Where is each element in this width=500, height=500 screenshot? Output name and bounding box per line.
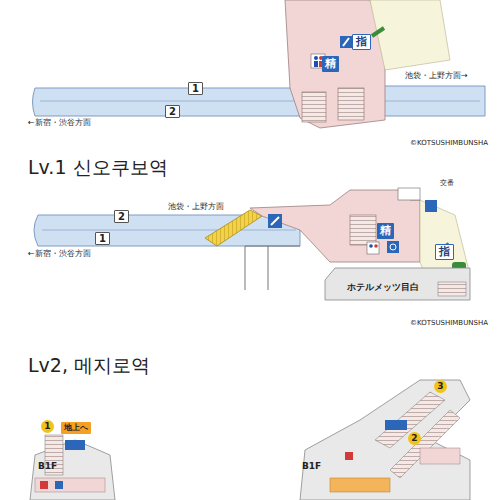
platform-lv1-part xyxy=(34,215,300,246)
node-text: 1 xyxy=(192,83,199,94)
station-b1f-left-part xyxy=(35,478,105,492)
direction-label: ←新宿・渋谷方面 xyxy=(28,250,91,259)
node-text: 2 xyxy=(169,106,176,117)
concourse-top-part xyxy=(372,28,384,36)
concourse-lv1-part xyxy=(425,200,437,212)
building-label: ホテルメッツ目白 xyxy=(344,281,422,295)
station-b1f-right-part xyxy=(330,478,390,492)
copyright-watermark: ©KOTSUSHIMBUNSHA xyxy=(410,320,488,328)
concourse-lv1-part xyxy=(387,241,399,253)
node-text: 2 xyxy=(411,434,417,444)
building-lv1-part xyxy=(438,282,466,296)
station-b1f-left xyxy=(30,435,115,500)
node-text: 指 xyxy=(439,246,450,258)
platform-top xyxy=(33,86,486,116)
concourse-top-part xyxy=(314,61,318,67)
exit-number: 1 xyxy=(41,420,54,433)
reserved-seat-sign: 指 xyxy=(435,244,454,260)
station-b1f-left-part xyxy=(40,481,48,489)
fare-adjustment-sign: 精 xyxy=(322,56,339,72)
escalator-lv1-part xyxy=(245,246,300,247)
station-b1f-left-part xyxy=(30,440,115,500)
concourse-lv1-part xyxy=(374,244,378,248)
concourse-top-part xyxy=(285,0,385,128)
node-text: ホテルメッツ目白 xyxy=(347,283,419,293)
building-lv1 xyxy=(325,268,470,300)
concourse-lv1-part xyxy=(268,214,282,228)
escalator-lv1-part xyxy=(205,210,262,246)
node-text: 1 xyxy=(44,422,50,432)
node-text: 1 xyxy=(99,233,106,244)
station-b1f-right-part xyxy=(345,452,353,460)
track-number: 2 xyxy=(165,105,180,118)
concourse-lv1 xyxy=(250,188,470,276)
station-b1f-right-part xyxy=(385,420,407,430)
fare-adjustment-sign: 精 xyxy=(377,223,394,239)
police-box-label: 交番 xyxy=(440,180,454,188)
reserved-seat-sign: 指 xyxy=(352,34,371,50)
station-b1f-left-part xyxy=(55,481,63,489)
concourse-top-part xyxy=(314,56,318,60)
station-b1f-left-part xyxy=(65,440,85,450)
concourse-top-part xyxy=(370,0,450,70)
floor-label: B1F xyxy=(38,462,57,472)
concourse-lv1-part xyxy=(271,217,279,225)
platform-top-part xyxy=(40,101,480,102)
concourse-lv1-part xyxy=(420,200,470,275)
concourse-top-part xyxy=(338,88,364,120)
concourse-top-part xyxy=(343,38,349,46)
node-text: 3 xyxy=(437,382,443,392)
escalator-lv1-part xyxy=(245,246,246,290)
node-text: 精 xyxy=(380,225,391,237)
node-text: 2 xyxy=(118,211,125,222)
track-number: 1 xyxy=(188,82,203,95)
node-text: 精 xyxy=(325,58,336,70)
concourse-lv1-part xyxy=(367,242,379,254)
direction-label: ←新宿・渋谷方面 xyxy=(28,119,91,128)
station-b1f-right xyxy=(300,380,470,500)
section-heading: Lv.1 신오쿠보역 xyxy=(28,157,168,178)
node-text: 指 xyxy=(356,36,367,48)
concourse-lv1-part xyxy=(369,244,373,248)
exit-number: 3 xyxy=(434,380,447,393)
concourse-top xyxy=(285,0,450,128)
exit-direction-sign: 地上へ xyxy=(61,422,91,434)
escalator-lv1-part xyxy=(268,246,269,290)
building-lv1-part xyxy=(325,268,470,300)
concourse-lv1-part xyxy=(390,244,396,250)
copyright-watermark: ©KOTSUSHIMBUNSHA xyxy=(410,140,488,148)
direction-label: 池袋・上野方面 xyxy=(168,203,224,212)
track-number: 2 xyxy=(114,210,129,223)
floor-label: B1F xyxy=(302,462,321,472)
platform-lv1 xyxy=(34,215,300,246)
concourse-lv1-part xyxy=(398,188,420,200)
station-b1f-right-part xyxy=(300,380,470,500)
section-heading: Lv2, 메지로역 xyxy=(28,355,150,376)
concourse-top-part xyxy=(302,92,326,122)
track-number: 1 xyxy=(95,232,110,245)
node-text: 地上へ xyxy=(64,424,88,433)
exit-number: 2 xyxy=(408,432,421,445)
direction-label: 池袋・上野方面→ xyxy=(405,72,468,81)
platform-top-part xyxy=(33,86,486,116)
platform-lv1-part xyxy=(42,230,296,231)
concourse-lv1-part xyxy=(350,215,376,245)
concourse-top-part xyxy=(340,36,352,48)
station-b1f-right-part xyxy=(420,448,460,464)
concourse-lv1-part xyxy=(250,190,420,262)
